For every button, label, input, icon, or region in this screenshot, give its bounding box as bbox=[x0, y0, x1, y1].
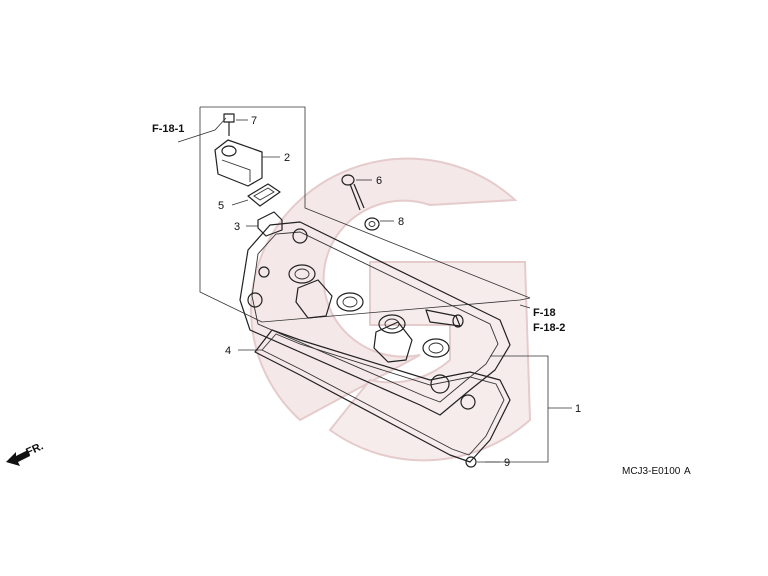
drawing-revision: A bbox=[684, 466, 691, 477]
callout-4: 4 bbox=[225, 345, 231, 357]
callout-6: 6 bbox=[376, 175, 382, 187]
cover-gasket bbox=[254, 329, 511, 463]
grommet-8 bbox=[364, 217, 380, 231]
leader-lines bbox=[177, 117, 531, 463]
callout-3: 3 bbox=[234, 221, 240, 233]
watermark-logo bbox=[250, 157, 532, 462]
reed-valve-cover bbox=[214, 139, 263, 187]
callout-5: 5 bbox=[218, 200, 224, 212]
callout-2: 2 bbox=[284, 152, 290, 164]
front-label: FR. bbox=[24, 440, 45, 458]
drawing-code: MCJ3-E0100 bbox=[622, 466, 681, 477]
special-bolt-6 bbox=[341, 174, 365, 211]
callout-8: 8 bbox=[398, 216, 404, 228]
ref-f18-1: F-18-1 bbox=[152, 123, 184, 135]
washer-9 bbox=[465, 456, 477, 468]
callout-9: 9 bbox=[504, 457, 510, 469]
cylinder-head-cover bbox=[239, 221, 511, 416]
ref-f18-2: F-18-2 bbox=[533, 322, 565, 334]
reed-valve-seat bbox=[257, 211, 283, 237]
callout-1: 1 bbox=[575, 403, 581, 415]
callout-7: 7 bbox=[251, 115, 257, 127]
front-arrow-icon bbox=[6, 450, 30, 466]
reed-valve bbox=[247, 183, 281, 207]
bolt-7 bbox=[223, 113, 235, 136]
ref-f18: F-18 bbox=[533, 307, 556, 319]
group-bracket bbox=[199, 106, 572, 463]
